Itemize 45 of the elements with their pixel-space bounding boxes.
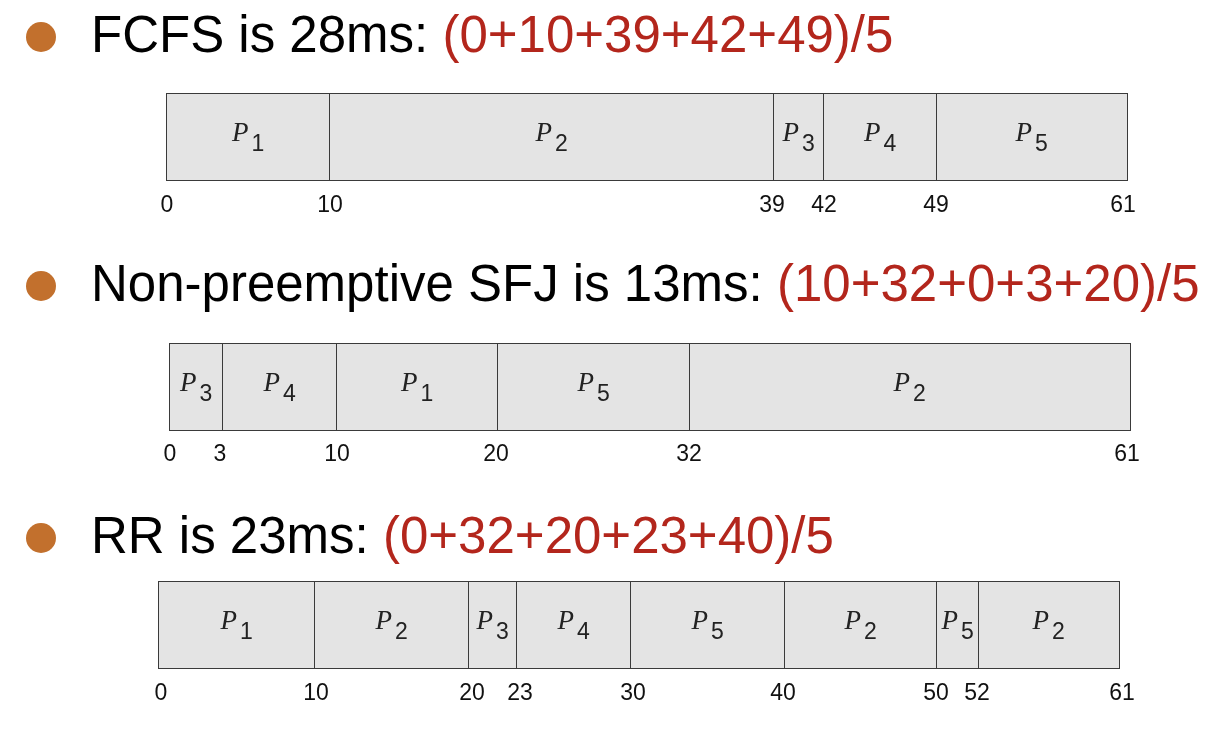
gantt-segment [222,343,338,431]
tick-label: 0 [160,192,174,216]
gantt-segment [158,581,316,669]
tick-label: 50 [923,680,949,704]
tick-label: 0 [163,441,177,465]
gantt-segment [689,343,1131,431]
tick-label: 61 [1114,441,1140,465]
gantt-segment [497,343,691,431]
gantt-segment [166,93,331,181]
gantt-segment [823,93,938,181]
tick-label: 32 [676,441,702,465]
tick-label: 10 [317,192,343,216]
gantt-segment [936,93,1128,181]
tick-label: 52 [964,680,990,704]
formula-text: (0+32+20+23+40)/5 [383,507,834,564]
tick-label: 40 [770,680,796,704]
tick-label: 42 [811,192,837,216]
tick-label: 30 [620,680,646,704]
gantt-segment [773,93,825,181]
tick-label: 0 [154,680,168,704]
tick-label: 61 [1109,680,1135,704]
tick-label: 20 [483,441,509,465]
gantt-segment [336,343,499,431]
heading-text: FCFS is 28ms: [91,6,429,63]
heading-text: Non-preemptive SFJ is 13ms: [91,255,763,312]
gantt-segment [314,581,470,669]
tick-label: 61 [1110,192,1136,216]
tick-label: 3 [213,441,227,465]
gantt-segment [784,581,938,669]
tick-label: 10 [324,441,350,465]
tick-label: 10 [303,680,329,704]
gantt-segment [630,581,786,669]
gantt-segment [978,581,1120,669]
gantt-segment [169,343,224,431]
tick-label: 23 [507,680,533,704]
formula-text: (0+10+39+42+49)/5 [442,6,894,63]
tick-label: 39 [759,192,785,216]
gantt-segment [468,581,518,669]
formula-text: (10+32+0+3+20)/5 [777,255,1200,312]
heading-text: RR is 23ms: [91,507,369,564]
tick-label: 20 [459,680,485,704]
gantt-segment [936,581,980,669]
gantt-segment [329,93,775,181]
gantt-segment [516,581,632,669]
tick-label: 49 [923,192,949,216]
